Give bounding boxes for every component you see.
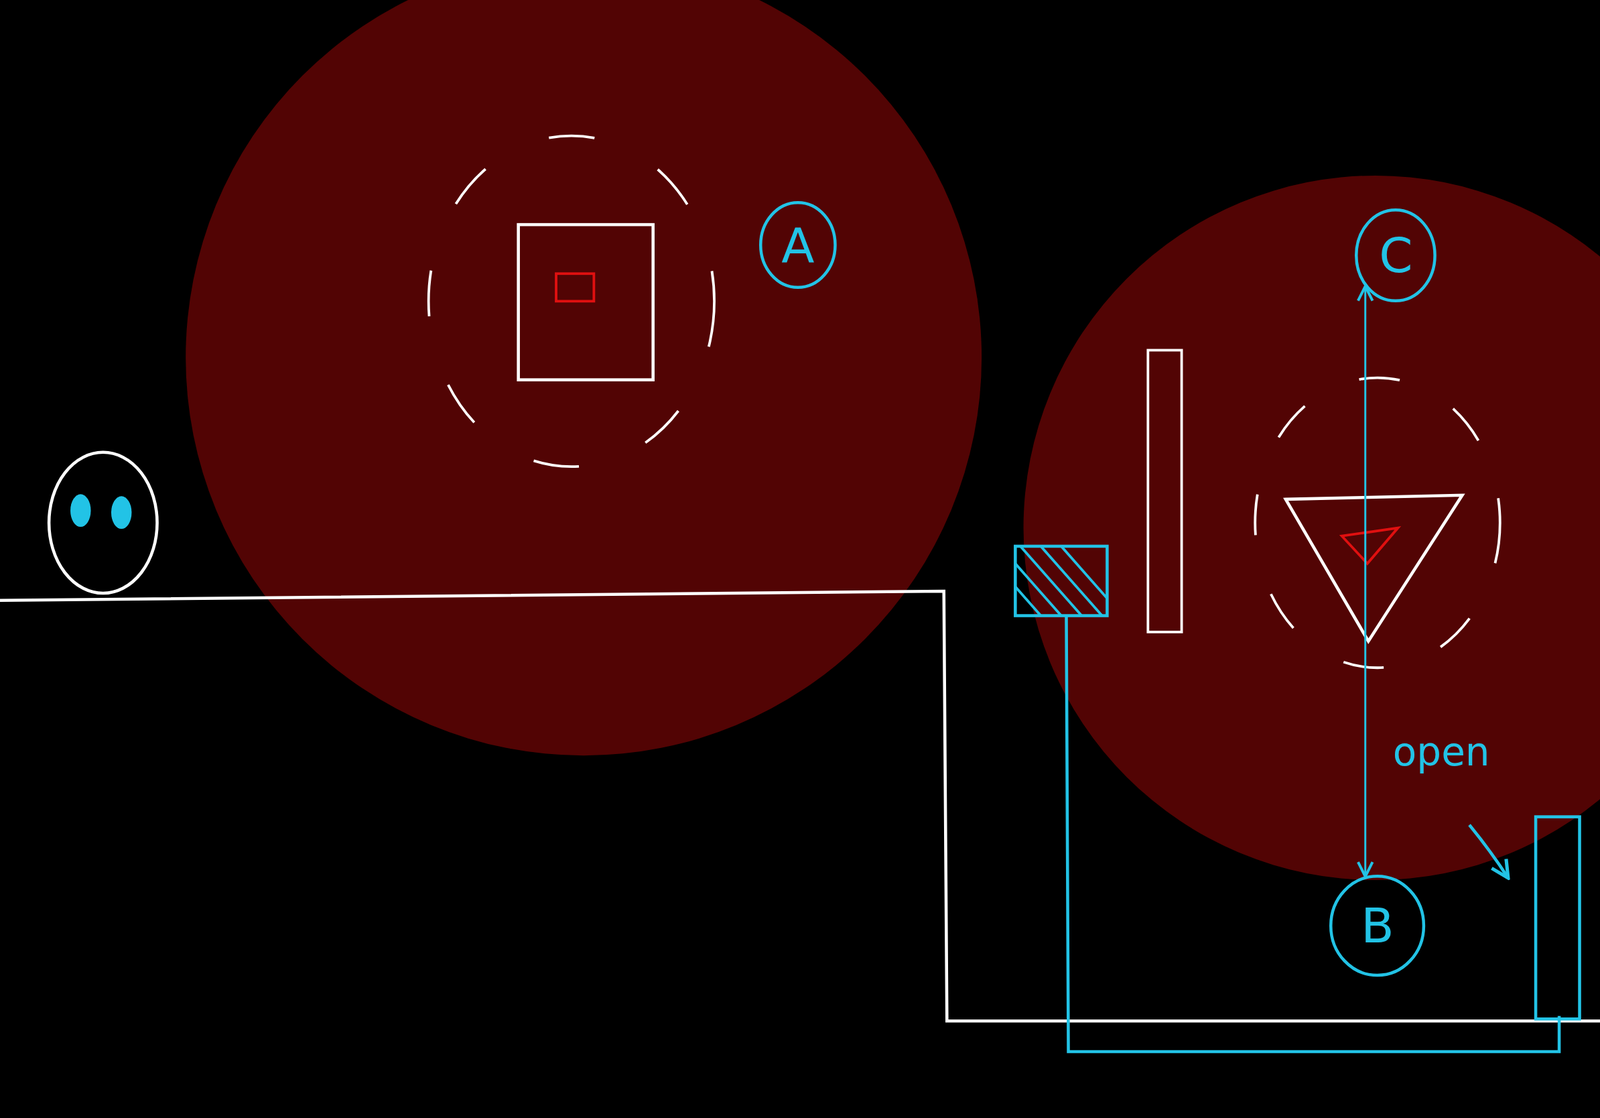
switch-button	[1015, 546, 1107, 616]
ground-line	[0, 590, 1600, 1021]
zone-letter: C	[1378, 231, 1413, 280]
door	[1535, 816, 1580, 1020]
pointer-arrow	[1469, 824, 1509, 878]
triangle-enemy	[1285, 495, 1462, 642]
player-eye	[70, 493, 91, 527]
danger-zone	[1023, 175, 1600, 880]
square-enemy	[518, 224, 654, 380]
range-ring	[1254, 377, 1501, 669]
danger-zone	[185, 0, 982, 756]
button-hatch	[1015, 546, 1107, 616]
range-ring	[428, 136, 715, 468]
switch-wire	[1065, 615, 1560, 1052]
enemy-core	[1342, 527, 1399, 564]
player-body	[48, 452, 157, 593]
movement-arrow	[1364, 286, 1367, 877]
zone-letter: A	[781, 221, 815, 270]
circle-outline	[1331, 875, 1425, 975]
enemy-core	[556, 273, 594, 301]
pillar	[1147, 349, 1182, 632]
zone-letter: B	[1360, 901, 1394, 950]
circle-outline	[760, 202, 835, 287]
action-note: open	[1392, 732, 1491, 772]
circled-letter: C	[1354, 208, 1437, 303]
circled-letter: B	[1329, 874, 1426, 977]
player-eye	[111, 495, 132, 529]
circle-outline	[1356, 209, 1436, 301]
circled-letter: A	[759, 201, 837, 289]
